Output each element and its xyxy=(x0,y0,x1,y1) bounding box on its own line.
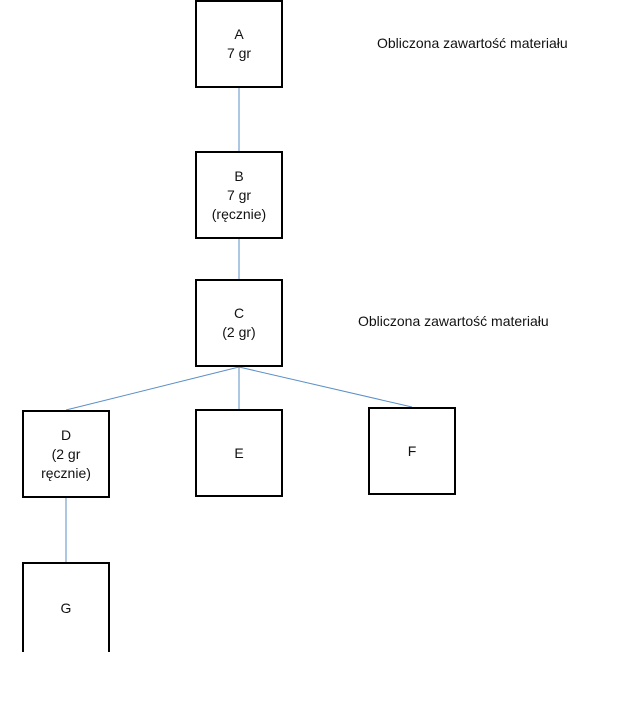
node-c: C (2 gr) xyxy=(195,279,283,367)
node-a: A 7 gr xyxy=(195,0,283,88)
annotation-mid: Obliczona zawartość materiału xyxy=(358,313,549,329)
edge-c-d xyxy=(65,366,240,411)
node-weight: (2 gr) xyxy=(222,324,256,340)
annotation-top: Obliczona zawartość materiału xyxy=(377,35,568,51)
node-label: A xyxy=(234,26,244,42)
node-label: B xyxy=(234,167,244,184)
node-d: D (2 gr ręcznie) xyxy=(22,410,110,498)
node-mode: ręcznie) xyxy=(41,464,91,481)
node-label: D xyxy=(60,426,72,443)
node-label: C xyxy=(233,305,245,321)
node-weight: 7 gr xyxy=(226,186,252,203)
node-g: G xyxy=(22,562,110,652)
node-label: F xyxy=(407,442,417,459)
node-weight: (2 gr xyxy=(51,445,81,462)
node-weight: 7 gr xyxy=(226,45,252,61)
node-label: E xyxy=(234,444,244,461)
node-b: B 7 gr (ręcznie) xyxy=(195,151,283,239)
node-e: E xyxy=(195,409,283,497)
edge-c-f xyxy=(238,366,413,408)
node-label: G xyxy=(60,599,72,616)
node-f: F xyxy=(368,407,456,495)
node-mode: (ręcznie) xyxy=(211,205,267,222)
